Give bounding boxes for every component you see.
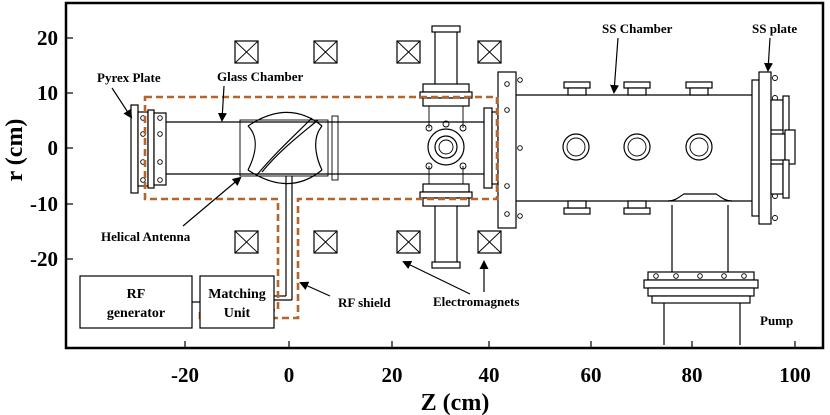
x-tick-label: 20: [382, 363, 403, 387]
x-tick-label: 40: [479, 363, 500, 387]
electromagnets-top: [234, 40, 502, 64]
matching-unit-box: [199, 275, 275, 329]
rf-shield-outline: [143, 95, 499, 320]
x-tick-label: 0: [284, 363, 295, 387]
x-tick-label: 60: [581, 363, 602, 387]
ss-chamber-label: SS Chamber: [602, 21, 673, 36]
y-tick-label: 20: [37, 26, 58, 50]
x-axis-title: Z (cm): [421, 390, 490, 415]
callout-arrows: [111, 37, 773, 297]
helical-antenna: [239, 111, 339, 185]
y-tick-label: 0: [48, 136, 59, 160]
helical-antenna-label: Helical Antenna: [101, 229, 191, 244]
cross-port: [419, 25, 473, 269]
pump-port: [643, 193, 759, 345]
pyrex-plate: [130, 104, 167, 194]
matching-unit-label: Matching: [208, 287, 266, 302]
ss-chamber: [516, 81, 752, 215]
x-tick-label: 100: [779, 363, 811, 387]
rf-generator-label: generator: [107, 306, 165, 321]
rf-generator-box: [79, 275, 193, 329]
y-tick-label: -20: [30, 247, 58, 271]
pump-label: Pump: [760, 313, 793, 328]
rf-generator-label: RF: [127, 287, 146, 302]
electromagnets-bottom: [234, 230, 502, 254]
y-tick-label: -10: [30, 192, 58, 216]
pyrex-plate-label: Pyrex Plate: [97, 70, 161, 85]
y-axis-ticks: 20 10 0 -10 -20: [30, 26, 73, 271]
electromagnets-label: Electromagnets: [433, 294, 519, 309]
glass-chamber-label: Glass Chamber: [217, 69, 304, 84]
rf-shield-label: RF shield: [338, 295, 391, 310]
plot-frame: [64, 1, 825, 350]
x-tick-label: -20: [171, 363, 199, 387]
x-axis-ticks: -20 0 20 40 60 80 100: [171, 341, 811, 387]
matching-unit-label: Unit: [224, 306, 251, 321]
antenna-feed-line: [274, 176, 293, 301]
ss-plate: [751, 71, 796, 225]
x-tick-label: 80: [682, 363, 703, 387]
y-axis-title: r (cm): [2, 119, 28, 182]
y-tick-label: 10: [37, 81, 58, 105]
ss-plate-label: SS plate: [752, 21, 797, 36]
glass-chamber: [166, 121, 488, 175]
